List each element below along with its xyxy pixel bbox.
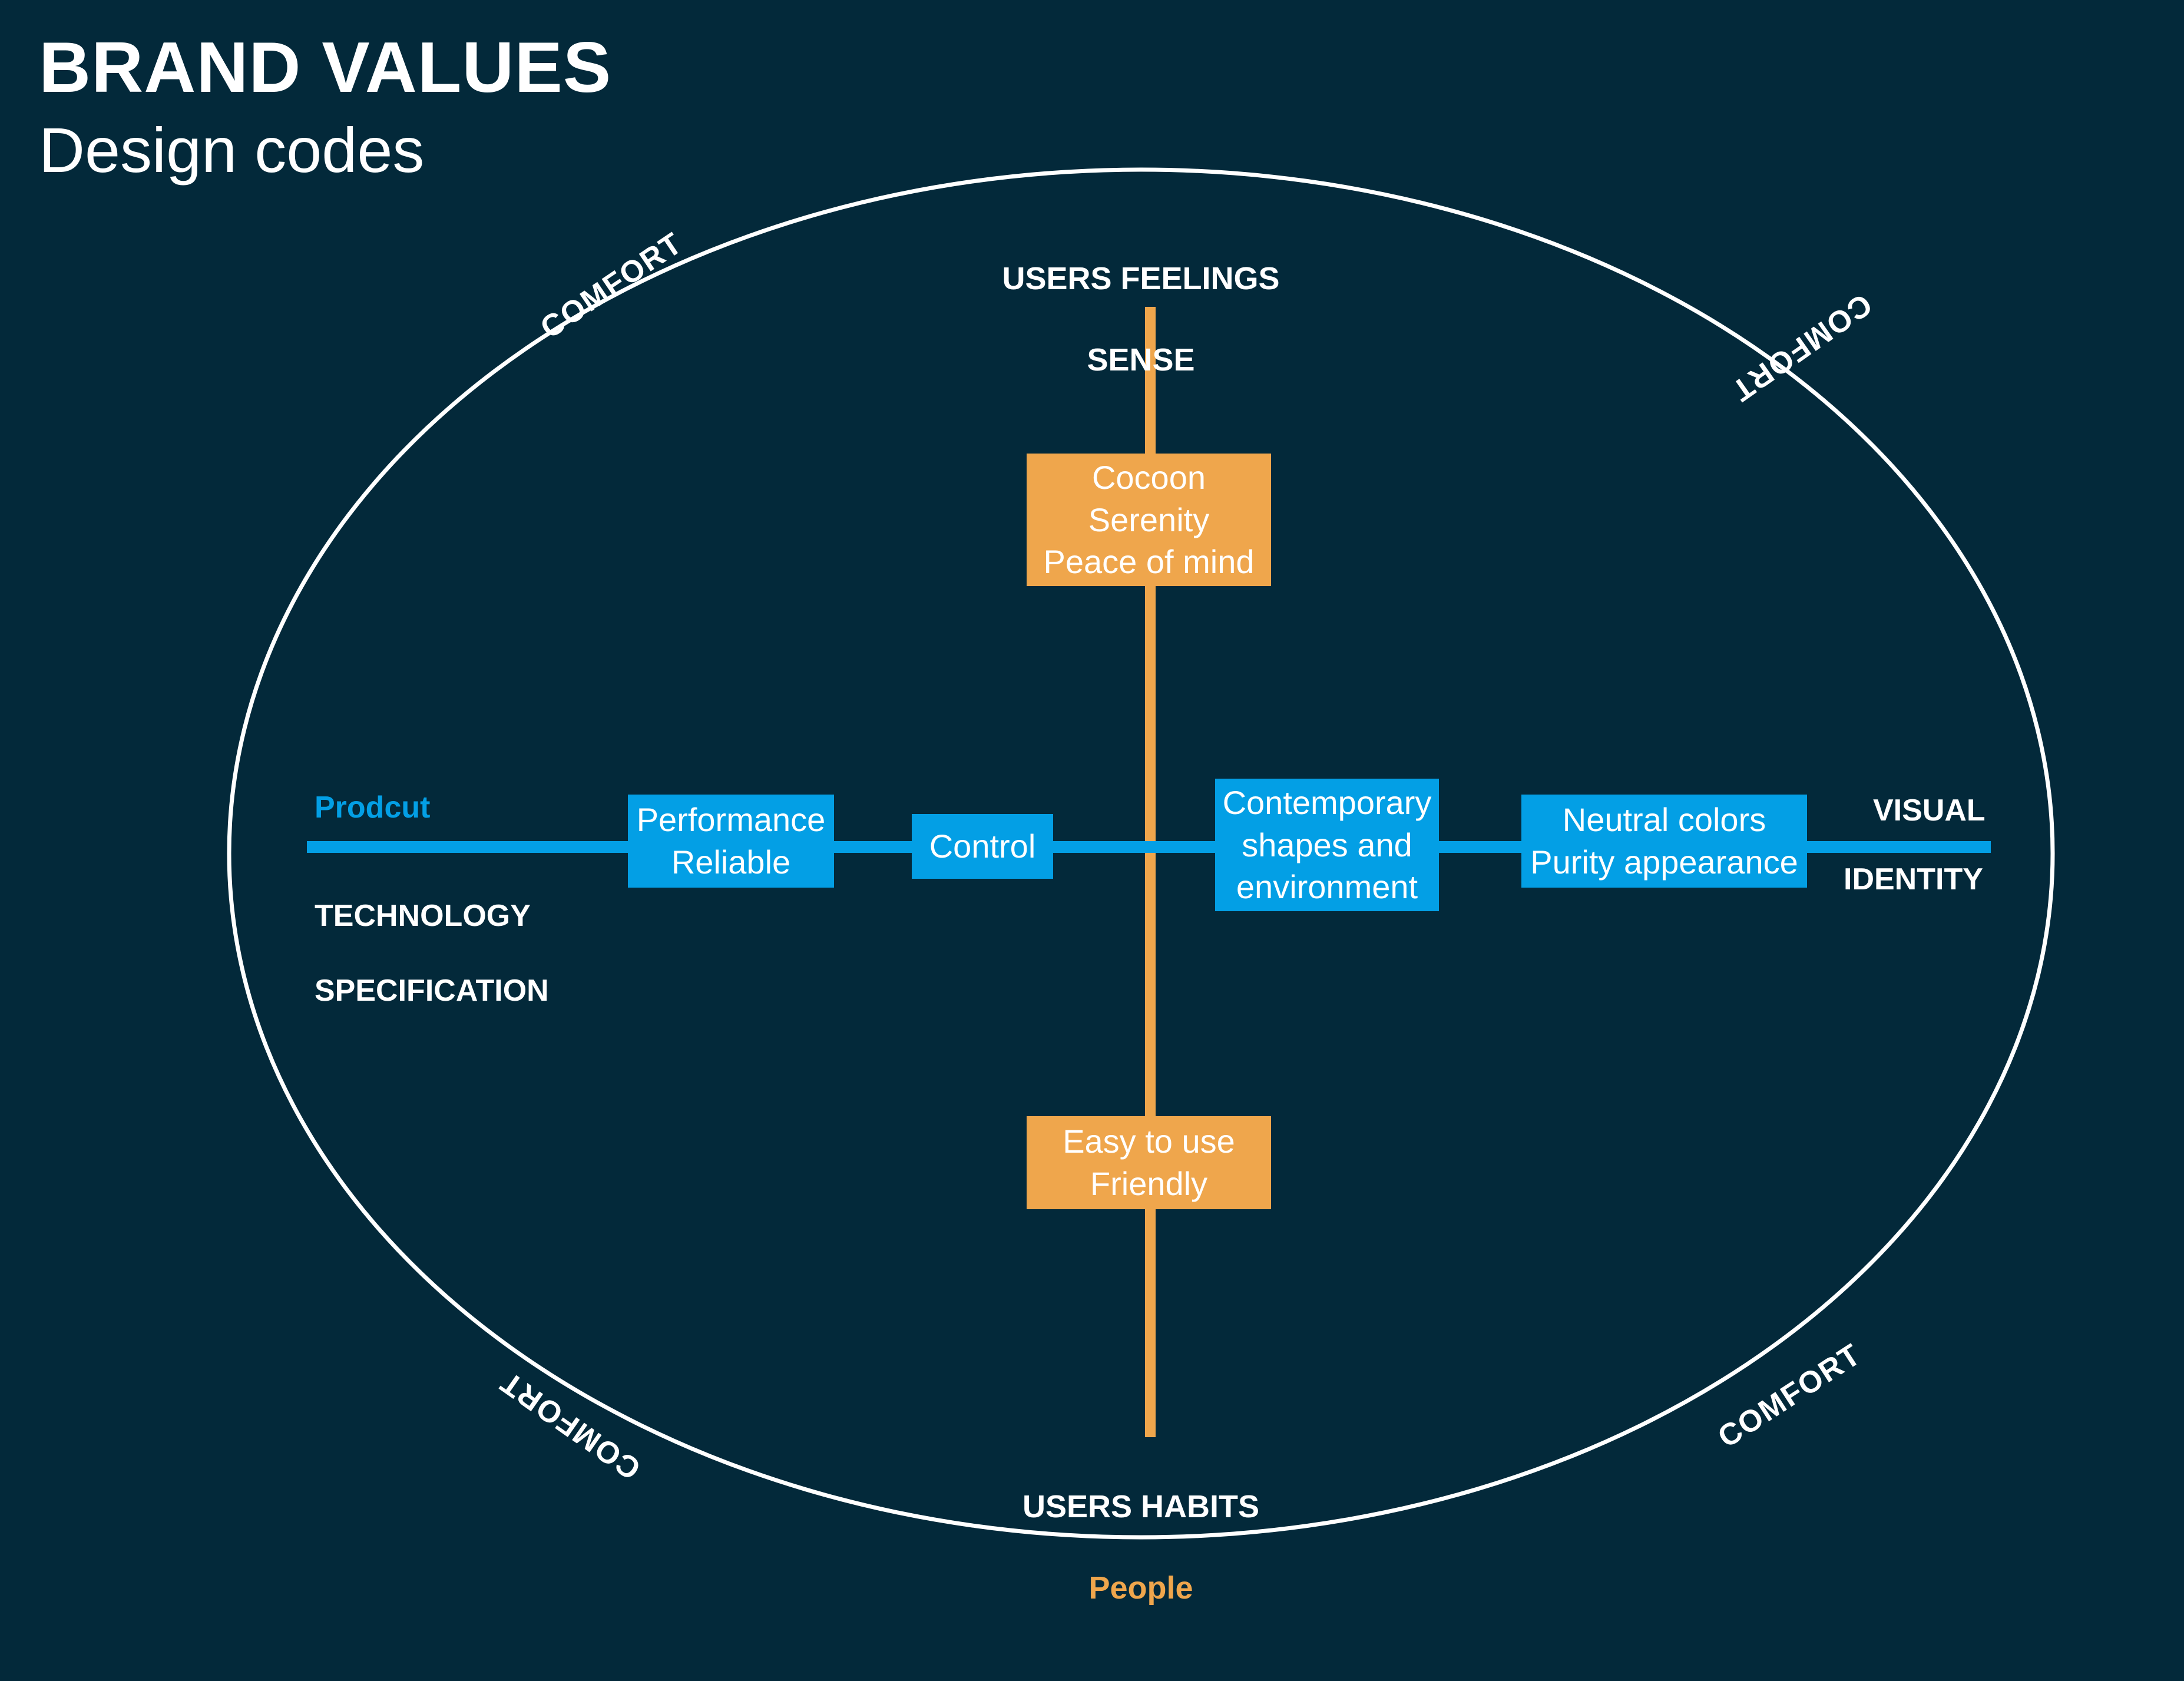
title-block: BRAND VALUES Design codes [39,31,805,188]
label-technology-specification: TECHNOLOGY SPECIFICATION [315,861,786,1047]
label-specification-line2: SPECIFICATION [315,974,549,1008]
page-title: BRAND VALUES [39,27,612,107]
label-identity: IDENTITY [1844,862,1983,896]
node-control[interactable]: Control [912,814,1053,879]
label-users-habits-people: USERS HABITS People [846,1446,1435,1650]
label-users-habits-line1: USERS HABITS [1022,1489,1260,1525]
node-users-feelings[interactable]: Cocoon Serenity Peace of mind [1027,454,1271,586]
horizontal-axis-segment-right-gap [1437,841,1523,853]
vertical-axis-segment-lower-middle [1145,1207,1156,1437]
label-prodcut: Prodcut [315,790,431,825]
horizontal-axis-segment-center [1051,841,1216,853]
node-users-habits[interactable]: Easy to use Friendly [1027,1116,1271,1209]
horizontal-axis-segment-far-right [1805,841,1991,853]
horizontal-axis-segment-left-gap [833,841,913,853]
label-users-habits-people-accent: People [1088,1570,1193,1606]
horizontal-axis-segment-far-left [307,841,628,853]
vertical-axis-segment-upper-middle [1145,584,1156,1137]
page-subtitle: Design codes [39,114,425,186]
node-contemporary-shapes[interactable]: Contemporary shapes and environment [1215,779,1439,911]
label-users-feelings-sense: USERS FEELINGS SENSE [846,218,1435,422]
label-users-feelings-line1: USERS FEELINGS [1002,261,1280,297]
label-users-feelings-line2: SENSE [1087,342,1195,378]
label-technology-line1: TECHNOLOGY [315,899,531,934]
label-visual: VISUAL [1873,793,1986,828]
node-neutral-colors[interactable]: Neutral colors Purity appearance [1521,795,1807,888]
node-performance-reliable[interactable]: Performance Reliable [628,795,834,888]
vertical-axis-segment-top [1145,307,1156,456]
